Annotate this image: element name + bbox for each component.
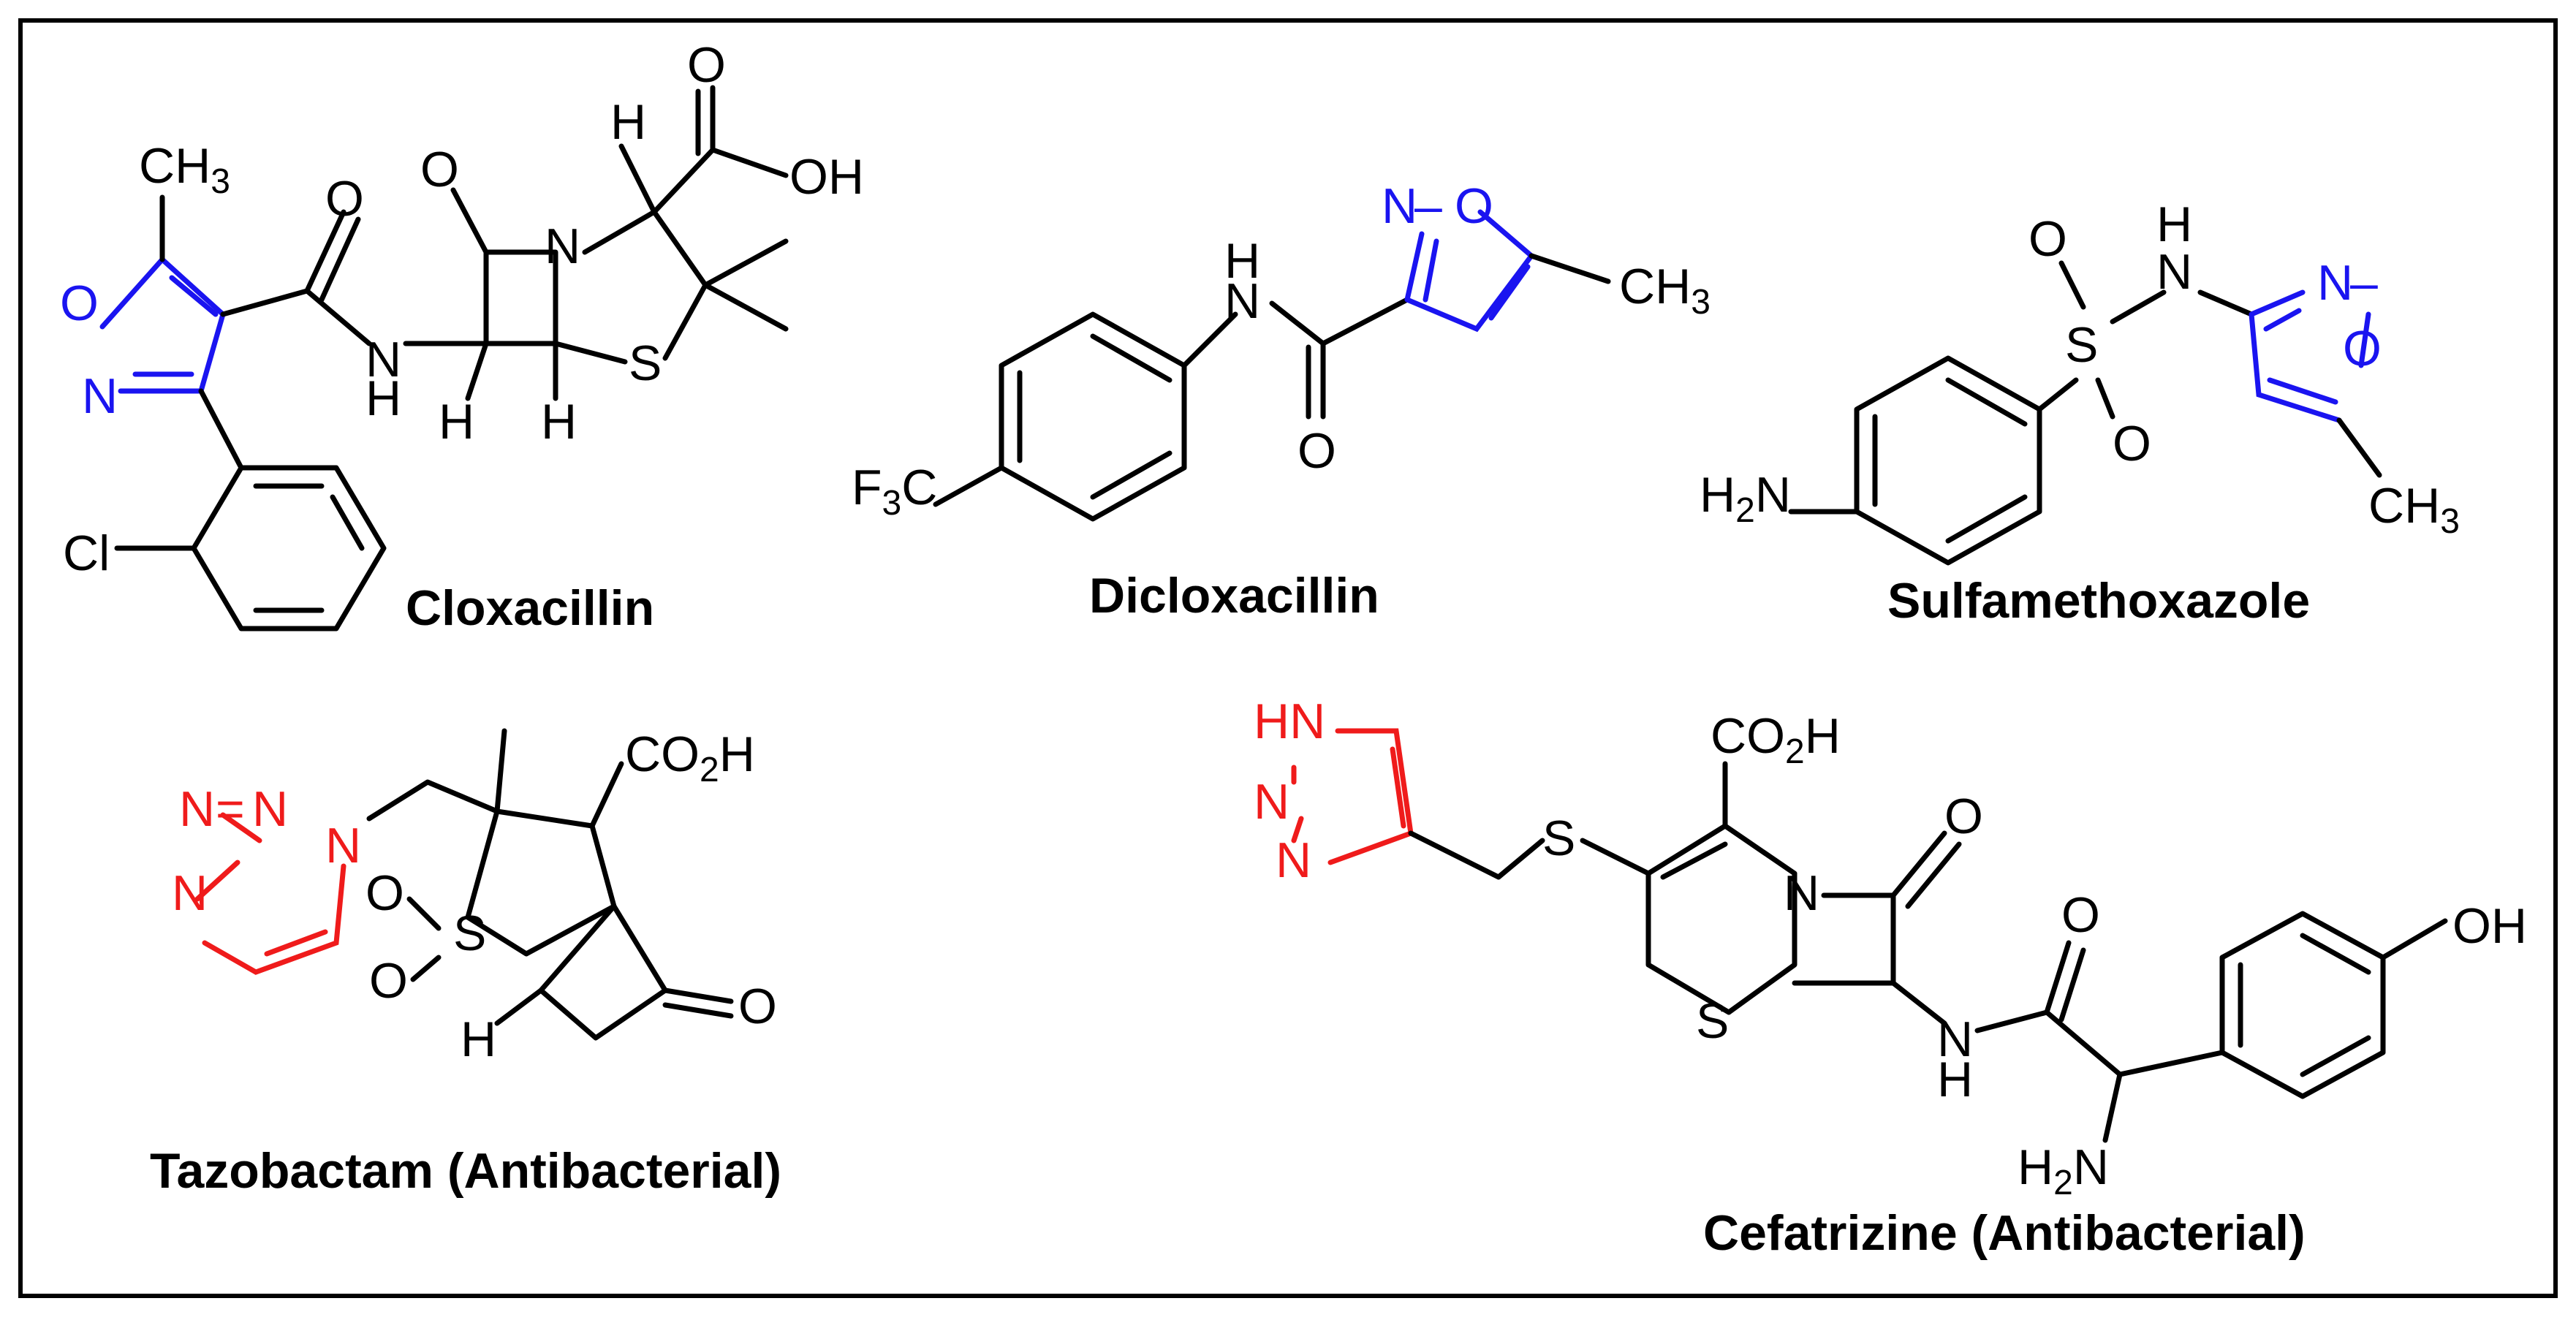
atom-label-n13: N [1276,832,1311,888]
atom-label-n6: N [2156,244,2192,300]
cloxacillin-caption: Cloxacillin [406,580,654,636]
sulfamethoxazole-structure: H2N S O O H N N – O CH3 [1700,197,2460,566]
atom-label-h8: H [1937,1052,1973,1107]
atom-label-n12: N [1254,774,1289,830]
atom-label-o8: O [2113,416,2151,471]
atom-label-co2h: CO2H [625,727,755,789]
atom-label-s4: S [1542,811,1575,866]
isoxazole-ring-3 [2249,289,2371,423]
atom-label-co2h-2: CO2H [1711,708,1841,771]
atom-label-o12: O [738,979,777,1034]
atom-label-h4: H [610,94,646,150]
atom-label-cl: Cl [63,526,110,581]
atom-label-s3: S [453,906,486,961]
atom-label-h: H [365,371,401,426]
triazole-ring-2 [1291,728,1414,865]
isoxazole-ring-2 [1404,209,1535,333]
atom-label-ch3-2: CH3 [1619,259,1711,322]
triazole-ring [194,812,346,975]
atom-label-n4: N [1224,273,1260,329]
atom-label-h6: H [2156,197,2192,252]
tazobactam-structure: N = N N N S O O O H CO2H [172,727,777,1067]
atom-label-n7: N [2317,255,2353,311]
atom-label-h2n-2: H2N [2018,1139,2109,1202]
atom-label-s: S [629,335,662,391]
atom-label-h7: H [461,1012,496,1067]
atom-label-n15: N [1937,1012,1973,1067]
atom-label-n8: N [179,781,215,837]
atom-label-h2: H [439,394,474,450]
atom-label-o: O [60,276,99,331]
atom-label-n2: N [365,332,401,387]
cloxacillin-structure: O N CH3 Cl O N H O N H H S O OH [60,37,864,631]
atom-label-h5: H [1224,233,1260,289]
sulfamethoxazole-caption: Sulfamethoxazole [1887,573,2310,629]
atom-label-o4: O [687,37,726,93]
cefatrizine-caption: Cefatrizine (Antibacterial) [1703,1205,2306,1261]
tazobactam-caption: Tazobactam (Antibacterial) [150,1143,781,1199]
atom-label-n10: N [172,865,208,921]
atom-label-o10: O [365,865,404,921]
atom-label-ch3-3: CH3 [2368,478,2460,541]
isoxazole-ring [99,257,226,394]
atom-label-o3: O [420,142,459,197]
dicloxacillin-structure: F3C H N O N – O CH3 [852,178,1711,523]
atom-label-dash2: – [2350,255,2378,311]
atom-label-f3c: F3C [852,460,937,523]
atom-label-ch3: CH3 [139,138,230,201]
atom-label-n3: N [545,219,580,274]
figure-border [18,18,2558,1298]
atom-label-oh: OH [789,149,864,205]
atom-label-eq: = [216,781,245,837]
atom-label-s2: S [2065,317,2098,373]
atom-label-o7: O [2028,211,2067,267]
cefatrizine-structure: HN N N S CO2H N O S N H O H2N OH [1254,694,2527,1202]
atom-label-h3: H [541,394,577,450]
atom-label-h2n: H2N [1700,467,1791,530]
atom-label-o14: O [2061,887,2100,943]
atom-label-n11: N [325,818,361,873]
atom-label-dash: – [1414,178,1442,234]
atom-label-o6: O [1455,178,1493,234]
atom-label-oh-2: OH [2452,898,2527,954]
atom-label-o9: O [2343,321,2382,376]
atom-label-n5: N [1382,178,1417,234]
atom-label-o5: O [1298,423,1336,479]
atom-label-o11: O [369,953,408,1009]
dicloxacillin-caption: Dicloxacillin [1089,568,1379,623]
atom-label-o2: O [325,171,364,227]
atom-label-n: N [82,368,118,424]
atom-label-s5: S [1696,993,1729,1049]
atom-label-n9: N [252,781,288,837]
atom-label-hn: HN [1254,694,1325,749]
atom-label-n14: N [1784,865,1819,921]
atom-label-o13: O [1944,789,1983,844]
